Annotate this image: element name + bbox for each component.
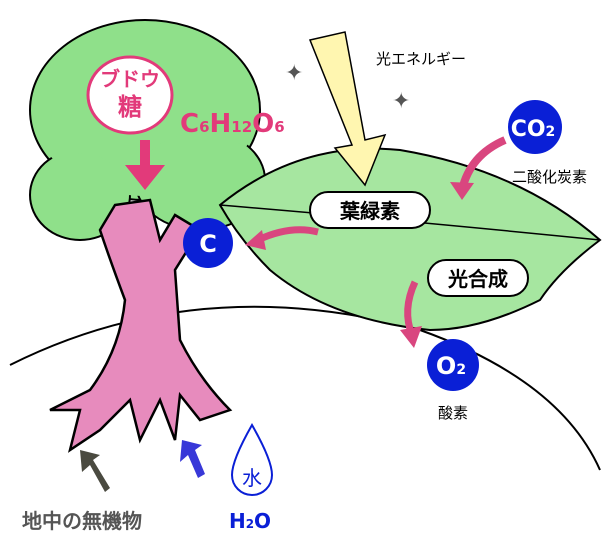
water-up-arrow xyxy=(180,440,205,478)
glucose-formula: C6H12O6 xyxy=(180,109,285,139)
carbon-circle xyxy=(183,218,233,268)
glucose-label-1: ブドウ xyxy=(100,67,160,91)
sparkle-icon: ✦ xyxy=(392,89,410,114)
down-arrow xyxy=(125,140,165,190)
photosynthesis-label: 光合成 xyxy=(447,267,508,291)
light-energy-label: 光エネルギー xyxy=(376,50,466,68)
o2-label: 酸素 xyxy=(438,404,468,422)
tree-trunk xyxy=(49,198,233,453)
carbon-label: C xyxy=(199,230,217,258)
co2-label: 二酸化炭素 xyxy=(512,168,587,186)
light-energy-arrow xyxy=(308,31,387,187)
o2-circle xyxy=(427,339,479,391)
glucose-label-2: 糖 xyxy=(118,93,142,121)
water-drop-icon xyxy=(230,422,274,496)
mineral-up-arrow xyxy=(80,450,110,492)
sparkle-icon: ✦ xyxy=(285,61,303,86)
water-label: 水 xyxy=(242,466,262,490)
co2-circle xyxy=(508,100,562,154)
photosynthesis-box xyxy=(427,259,529,297)
chlorophyll-label: 葉緑素 xyxy=(339,199,400,223)
chlorophyll-box xyxy=(309,191,431,229)
co2-symbol: CO2 xyxy=(511,117,556,142)
glucose-circle xyxy=(86,55,174,135)
water-formula: H2O xyxy=(229,509,271,533)
minerals-label: 地中の無機物 xyxy=(22,509,142,533)
o2-symbol: O2 xyxy=(436,352,466,380)
